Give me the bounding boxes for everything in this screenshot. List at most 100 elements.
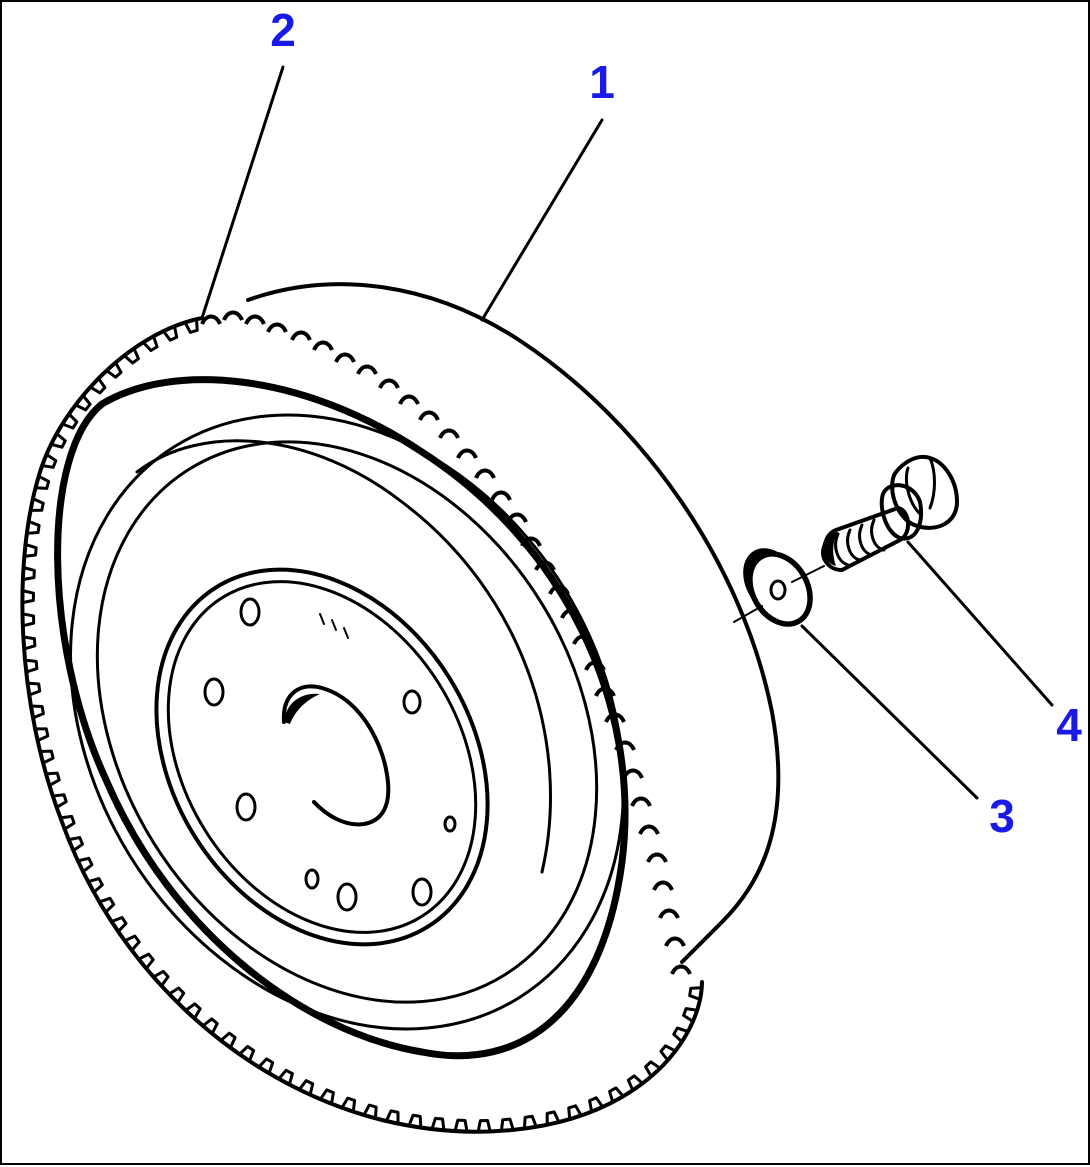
callout-4: 4 — [1056, 699, 1082, 751]
gear-tooth — [110, 915, 128, 933]
bolt-thread — [834, 518, 886, 567]
gear-tooth — [658, 908, 680, 919]
gear-tooth — [184, 1002, 202, 1020]
gear-tooth — [453, 1118, 469, 1132]
gear-tooth — [664, 936, 686, 947]
leader-lines — [200, 65, 1054, 800]
gear-tooth — [24, 658, 39, 674]
center-bore — [281, 684, 391, 827]
gear-tooth — [26, 520, 41, 535]
gear-tooth — [45, 771, 61, 787]
gear-tooth — [41, 453, 58, 469]
gear-tooth — [61, 412, 79, 430]
bolt-head-facets — [905, 456, 936, 516]
gear-tooth — [87, 877, 104, 894]
callout-1: 1 — [589, 56, 615, 108]
washer — [743, 548, 813, 627]
gear-tooth — [688, 986, 703, 1001]
assembly-axis-line — [733, 565, 825, 623]
gear-tooth — [398, 394, 420, 405]
gear-tooth — [60, 814, 76, 831]
gear-tooth — [384, 1109, 400, 1124]
gear-tooth — [30, 497, 45, 512]
gear-tooth — [152, 969, 170, 987]
gear-tooth — [200, 314, 222, 325]
callout-3: 3 — [989, 790, 1015, 842]
gear-tooth — [659, 1044, 677, 1062]
gear-tooth — [162, 325, 179, 342]
gear-tooth — [124, 934, 141, 952]
gear-tooth — [456, 448, 478, 459]
gear-tooth — [266, 322, 288, 333]
gear-tooth — [430, 1116, 446, 1131]
gear-tooth — [334, 352, 356, 363]
gear-tooth — [572, 634, 594, 645]
gear-tooth — [560, 608, 582, 619]
gear-tooth — [362, 1103, 378, 1119]
flywheel-face-ring-1 — [69, 413, 625, 1031]
gear-tooth — [490, 490, 512, 501]
flywheel-face-ring-3 — [135, 439, 552, 874]
gear-tooth — [35, 727, 50, 742]
leader-line-3 — [800, 624, 979, 800]
center-bore-shadow — [284, 693, 320, 724]
gear-tooth — [522, 1114, 538, 1129]
ring-gear — [20, 310, 704, 1134]
gear-tooth — [545, 1110, 561, 1125]
gear-tooth — [105, 361, 123, 379]
dowel-hole — [443, 815, 457, 833]
bolt-hole — [239, 597, 261, 627]
hub-outer — [154, 567, 490, 947]
gear-tooth — [183, 318, 199, 334]
flywheel — [54, 282, 781, 1060]
washer-hole — [769, 579, 787, 601]
bolt-hole — [235, 792, 257, 822]
gear-tooth — [474, 468, 496, 479]
leader-line-4 — [906, 540, 1054, 707]
gear-tooth — [608, 1086, 625, 1103]
gear-tooth — [672, 1026, 689, 1043]
gear-tooth — [244, 314, 266, 325]
gear-tooth — [499, 1117, 515, 1132]
gear-tooth — [652, 880, 674, 891]
gear-tooth — [520, 536, 542, 547]
hub-bolt-holes — [203, 597, 457, 912]
bolt — [821, 455, 959, 572]
gear-tooth — [378, 378, 400, 389]
ring-gear-teeth — [22, 310, 703, 1132]
bolt-flange — [879, 483, 923, 541]
gear-tooth — [98, 896, 116, 914]
gear-tooth — [594, 686, 616, 697]
gear-tooth — [614, 740, 636, 751]
gear-tooth — [644, 1060, 661, 1078]
hub-markings — [319, 613, 349, 639]
gear-tooth — [22, 566, 36, 581]
gear-tooth — [356, 364, 378, 375]
gear-tooth — [89, 377, 107, 395]
gear-tooth — [22, 612, 36, 628]
gear-tooth — [438, 428, 460, 439]
gear-tooth — [584, 660, 606, 671]
gear-tooth — [23, 635, 37, 651]
gear-tooth — [646, 852, 668, 863]
callout-2: 2 — [270, 4, 296, 56]
bolt-tip-shadow — [823, 532, 838, 566]
gear-tooth — [638, 824, 660, 835]
gear-tooth — [312, 340, 334, 351]
bolt-hole — [411, 877, 433, 907]
gear-tooth — [219, 1031, 237, 1049]
gear-tooth — [50, 432, 67, 449]
gear-tooth — [142, 335, 159, 353]
ring-gear-outer-contour — [20, 316, 704, 1134]
gear-tooth — [670, 964, 692, 975]
gear-tooth — [626, 1074, 644, 1091]
gear-tooth — [290, 330, 312, 341]
gear-tooth — [298, 1079, 315, 1096]
gear-tooth — [52, 793, 68, 809]
flywheel-rear-rim — [246, 282, 781, 964]
gear-tooth — [407, 1113, 423, 1128]
gear-tooth — [630, 796, 652, 807]
gear-tooth — [319, 1088, 335, 1105]
